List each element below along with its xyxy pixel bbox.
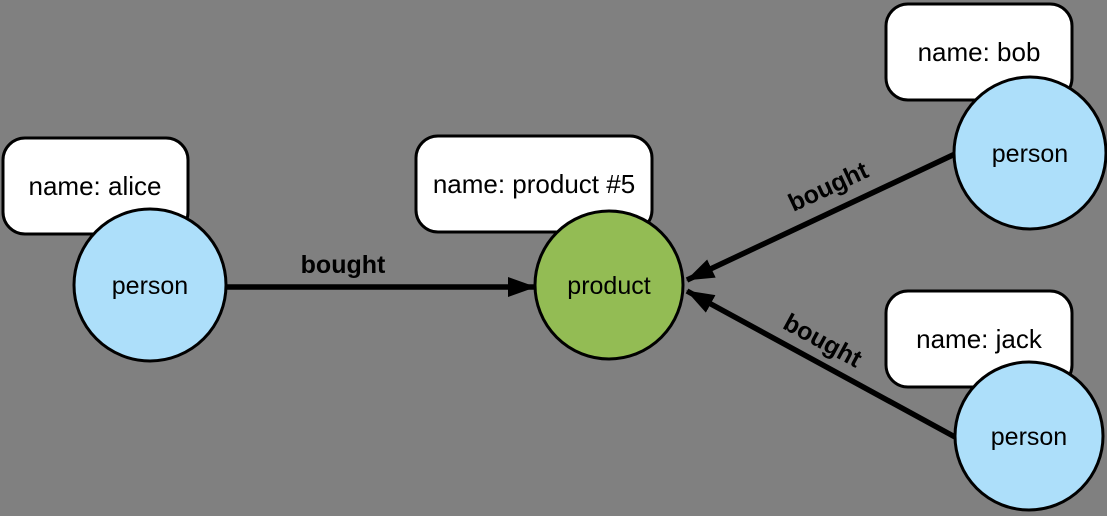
property-text-jack: name: jack xyxy=(916,324,1043,354)
node-product[interactable] xyxy=(533,209,685,361)
edge-bob-bought-product[interactable] xyxy=(685,151,957,283)
node-person-alice[interactable] xyxy=(72,207,228,363)
edge-label-alice-bought: bought xyxy=(301,251,386,279)
node-label-bob: person xyxy=(992,140,1068,168)
property-text-alice: name: alice xyxy=(29,171,162,201)
edge-jack-bought-product[interactable] xyxy=(685,288,957,440)
node-person-jack[interactable] xyxy=(953,360,1105,512)
node-person-bob[interactable] xyxy=(952,75,1107,231)
property-box-product[interactable] xyxy=(414,134,654,234)
node-label-jack: person xyxy=(991,423,1067,451)
node-label-product: product xyxy=(567,272,650,300)
property-text-product: name: product #5 xyxy=(433,169,635,199)
property-text-bob: name: bob xyxy=(918,37,1041,67)
node-label-alice: person xyxy=(112,272,188,300)
